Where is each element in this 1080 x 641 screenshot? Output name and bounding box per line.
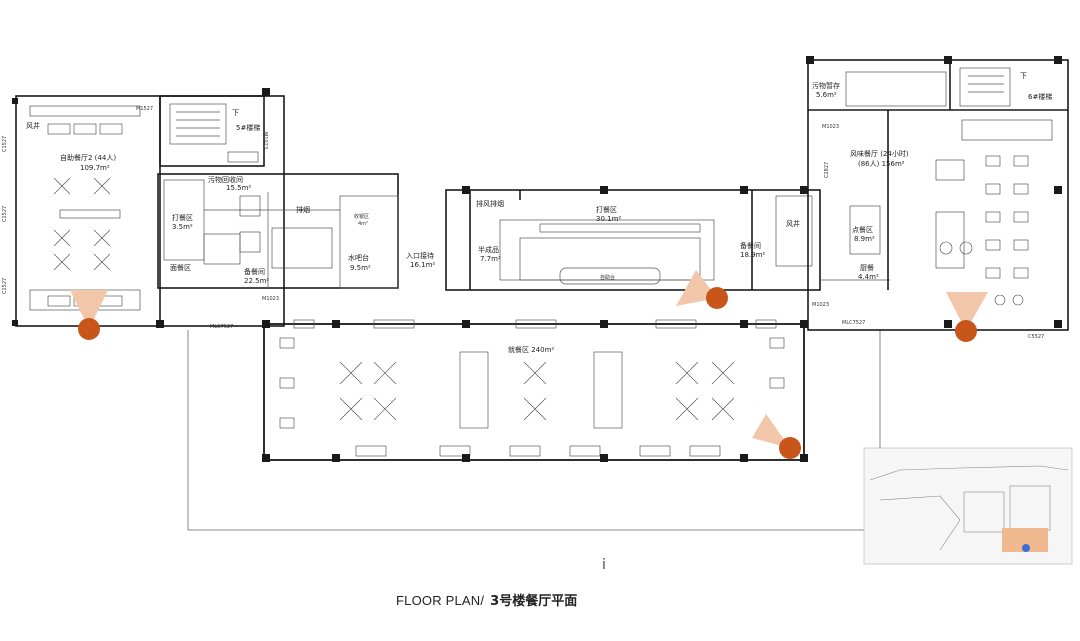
label-water-bar: 水吧台 [348,253,369,262]
door-code: C2827 [824,162,830,178]
door-code: MLC7527 [842,320,865,326]
label-buffet2: 自助餐厅2 (44人) [60,153,116,162]
columns [12,56,1062,462]
label-serving-left: 打餐区 [172,213,193,222]
right-block-thin [845,67,1053,269]
label-dirty-store: 污物暂存 [812,81,840,90]
label-serving-left-area: 3.5m² [172,223,193,231]
door-code: M1023 [822,124,839,130]
caption-en: FLOOR PLAN/ [396,593,485,608]
label-buffet2-area: 109.7m² [80,164,110,172]
flavor-tables [939,155,1029,306]
right-block [807,59,1069,331]
label-wind-shaft-left: 风井 [26,121,40,130]
label-stair-down-left: 下 [232,109,239,117]
label-prep-left: 备餐间 [244,267,265,276]
camera-marker-4 [779,437,801,459]
door-code: M1023 [262,296,279,302]
door-code: MLC7527 [210,324,233,330]
door-code: C5527 [1028,334,1044,340]
label-entrance-area: 16.1m² [410,261,435,269]
camera-marker-2 [706,287,728,309]
label-dirty-dish-area: 15.5m² [226,184,251,192]
label-buffet-counter-area: 8.9m² [854,235,875,243]
door-code: C1527 [2,136,8,152]
label-serving-main: 打餐区 [596,205,617,214]
label-prep-right-area: 18.9m² [740,251,765,259]
label-serving-main-area: 30.1m² [596,215,621,223]
camera-marker-1 [78,318,100,340]
label-dining-main: 就餐区 240m² [508,345,554,354]
label-prep-left-area: 22.5m² [244,277,269,285]
label-water-bar-area: 9.5m² [350,264,371,272]
label-stair-down-right: 下 [1020,72,1027,80]
caption-cn: 3号楼餐厅平面 [490,594,578,609]
buffet2-tables [47,123,123,307]
north-mark: i [602,557,606,573]
left-block-thin [29,103,399,311]
door-code: C1527 [2,278,8,294]
site-boundary [187,330,881,531]
mid-kitchen [445,189,821,291]
door-code: C1527 [2,206,8,222]
main-dining-furniture [279,319,785,457]
camera-markers [70,270,988,459]
mid-kitchen-thin [499,195,890,285]
label-dish-area: 面餐区 [170,263,191,272]
label-semi-finished-area: 7.7m² [480,255,501,263]
label-self-service: 自助台 [600,274,615,281]
door-code: M1023 [262,132,268,149]
label-stair-6: 6#楼梯 [1028,92,1052,101]
label-buffet-counter: 点餐区 [852,225,873,234]
label-dirty-dish: 污物回收间 [208,175,243,184]
door-code: M1023 [812,302,829,308]
label-semi-finished: 半成品 [478,245,499,254]
site-minimap [863,447,1073,565]
label-exhaust-mid: 排风排烟 [476,199,504,208]
main-dining [263,323,805,461]
label-flavor-detail: (86人) 156m² [858,160,905,168]
label-kitchen-small: 厨餐 [860,263,874,272]
label-flavor-restaurant: 风味餐厅 (24小时) [850,149,909,158]
door-codes: M1527 C1527 C1527 C1527 M1023 MLC7527 M1… [2,106,1044,340]
door-code: M1527 [136,106,153,112]
label-prep-right: 备餐间 [740,241,761,250]
label-cashier: 收银区 [354,213,369,220]
label-wind-shaft-right: 风井 [786,219,800,228]
label-cashier-area: 4m² [358,221,368,227]
plan-caption: FLOOR PLAN/3号楼餐厅平面 [396,590,577,609]
camera-marker-3 [955,320,977,342]
label-stair-5: 5#楼梯 [236,123,260,132]
label-dirty-store-area: 5.6m² [816,91,837,99]
label-entrance: 入口接待 [406,251,434,260]
label-kitchen-small-area: 4.4m² [858,273,879,281]
room-labels: 风井 自助餐厅2 (44人) 109.7m² 5#楼梯 下 污物回收间 15.5… [26,72,1052,354]
label-exhaust-left: 排烟 [296,205,310,214]
